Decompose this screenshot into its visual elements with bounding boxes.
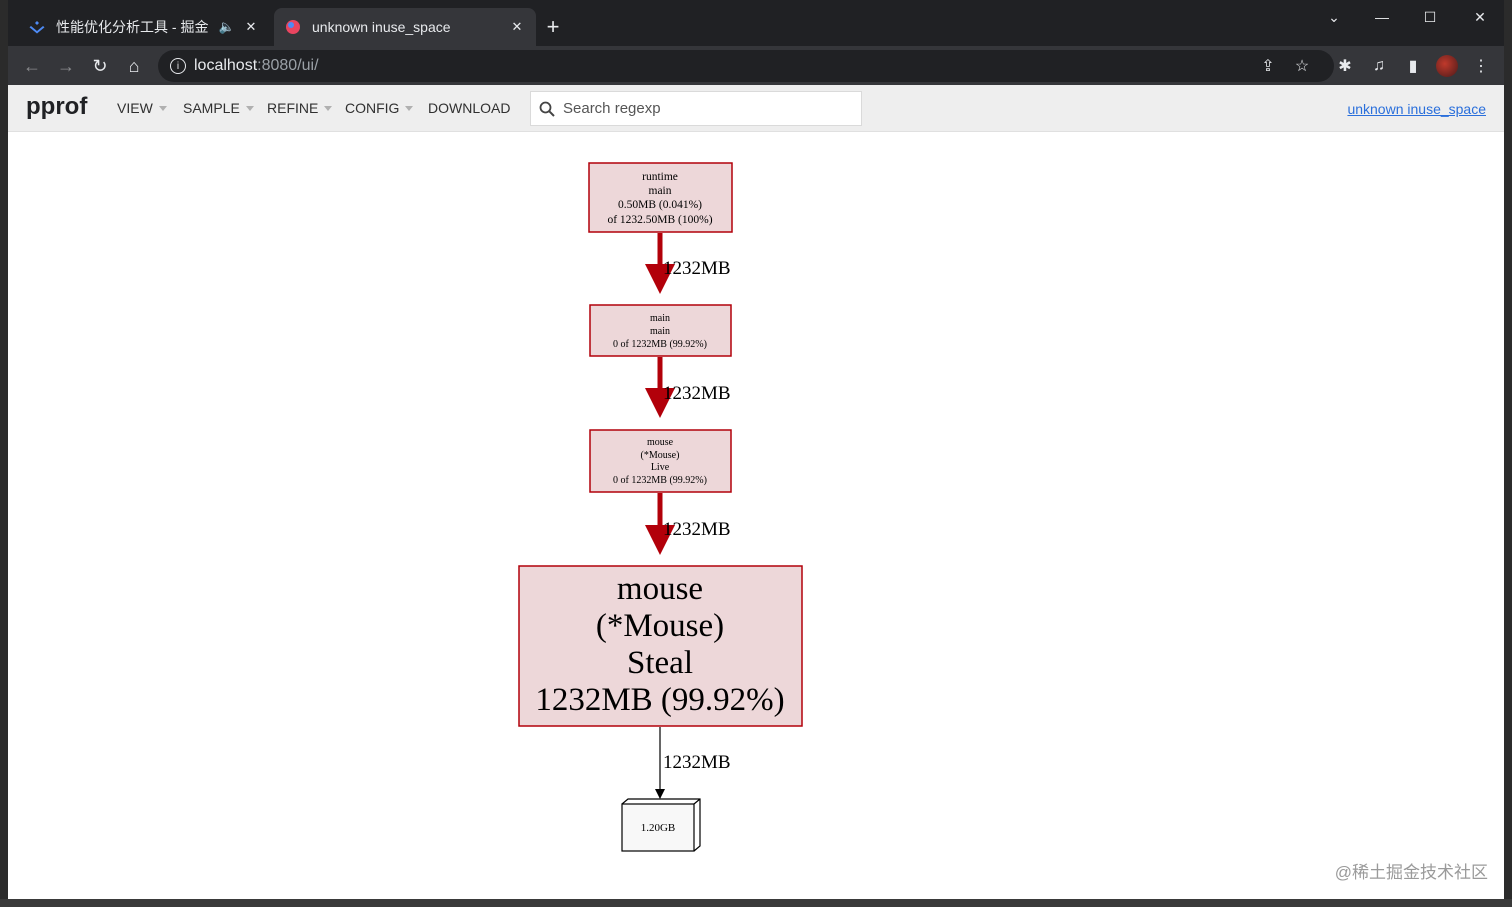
media-control-icon[interactable]: ♫ (1373, 57, 1385, 74)
extensions-icon[interactable]: ✱ (1338, 58, 1352, 75)
menu-refine[interactable]: REFINE (267, 100, 333, 116)
menu-label: VIEW (117, 100, 153, 116)
close-window-icon[interactable]: ✕ (1474, 8, 1486, 25)
edge-main-main-to-mouse-live[interactable]: 1232MB (645, 357, 731, 418)
profile-legend-link[interactable]: unknown inuse_space (1347, 101, 1486, 117)
node-line: Steal (627, 645, 693, 681)
caret-down-icon (324, 105, 333, 111)
node-line: mouse (647, 437, 674, 448)
pprof-page: pprof VIEW SAMPLE REFINE CONFIG DOWNLOAD… (8, 85, 1504, 899)
menu-config[interactable]: CONFIG (345, 100, 414, 116)
url-host: localhost (194, 57, 258, 74)
forward-icon[interactable]: → (57, 55, 75, 76)
call-graph: 1232MB 1232MB 1232MB 1232MB runtime main… (518, 162, 803, 852)
pprof-header: pprof VIEW SAMPLE REFINE CONFIG DOWNLOAD… (8, 85, 1504, 132)
menu-download[interactable]: DOWNLOAD (428, 100, 510, 116)
edge-label: 1232MB (663, 752, 731, 773)
taskbar-strip (0, 899, 1512, 907)
profile-avatar[interactable] (1433, 52, 1461, 80)
juejin-icon (28, 18, 46, 36)
node-line: 0 of 1232MB (99.92%) (613, 475, 707, 486)
address-bar[interactable]: i localhost :8080/ui/ (158, 50, 1334, 82)
side-panel-icon[interactable]: ▮ (1408, 58, 1418, 75)
new-tab-icon[interactable]: + (546, 14, 560, 39)
node-mouse-live[interactable]: mouse (*Mouse) Live 0 of 1232MB (99.92%) (589, 429, 732, 493)
menu-sample[interactable]: SAMPLE (183, 100, 254, 116)
caret-down-icon (405, 105, 414, 111)
edge-mouse-steal-to-alloc[interactable]: 1232MB (655, 727, 731, 799)
search-input[interactable] (563, 100, 843, 117)
search-icon (539, 101, 555, 117)
search-box (530, 91, 862, 126)
watermark: @稀土掘金技术社区 (1334, 863, 1488, 882)
menu-view[interactable]: VIEW (117, 100, 167, 116)
node-line: of 1232.50MB (100%) (607, 214, 712, 226)
edge-label: 1232MB (663, 383, 731, 404)
speaker-icon[interactable]: 🔈 (218, 19, 236, 34)
node-line: (*Mouse) (641, 450, 680, 461)
tab-search-icon[interactable]: ⌄ (1328, 8, 1340, 25)
reload-icon[interactable]: ↻ (92, 55, 108, 76)
close-icon[interactable]: ✕ (511, 19, 523, 34)
node-mouse-steal[interactable]: mouse (*Mouse) Steal 1232MB (99.92%) (518, 565, 803, 727)
tab-pprof[interactable]: unknown inuse_space ✕ (274, 8, 536, 46)
node-line: (*Mouse) (596, 608, 724, 644)
edge-mouse-live-to-mouse-steal[interactable]: 1232MB (645, 493, 731, 555)
bookmark-star-icon[interactable]: ☆ (1294, 58, 1310, 75)
node-line: Live (651, 462, 670, 473)
edge-label: 1232MB (663, 258, 731, 279)
browser-toolbar: ← → ↻ ⌂ i localhost :8080/ui/ ⇪ ☆ ✱ ♫ ▮ … (8, 46, 1504, 85)
browser-menu-icon[interactable]: ⋮ (1473, 58, 1489, 75)
browser-window: 性能优化分析工具 - 掘金 🔈 ✕ unknown inuse_space ✕ … (8, 0, 1504, 899)
menu-label: CONFIG (345, 100, 400, 116)
caret-down-icon (245, 105, 254, 111)
minimize-icon[interactable]: — (1375, 9, 1389, 25)
node-line: main (650, 313, 670, 324)
url-path: :8080/ui/ (257, 57, 319, 74)
pprof-logo: pprof (26, 93, 88, 120)
node-alloc-size[interactable]: 1.20GB (621, 798, 701, 852)
caret-down-icon (158, 105, 167, 111)
menu-label: REFINE (267, 100, 319, 116)
avatar-icon (1436, 55, 1458, 77)
menu-label: SAMPLE (183, 100, 240, 116)
share-icon[interactable]: ⇪ (1261, 58, 1275, 75)
tab-title: unknown inuse_space (312, 19, 451, 35)
menu-label: DOWNLOAD (428, 100, 511, 116)
tab-juejin[interactable]: 性能优化分析工具 - 掘金 🔈 ✕ (18, 8, 270, 46)
tab-strip: 性能优化分析工具 - 掘金 🔈 ✕ unknown inuse_space ✕ … (8, 0, 1504, 46)
back-icon[interactable]: ← (23, 55, 41, 76)
close-icon[interactable]: ✕ (245, 19, 257, 34)
edge-label: 1232MB (663, 519, 731, 540)
node-line: runtime (642, 171, 678, 183)
pprof-icon (284, 18, 302, 36)
site-info-icon[interactable]: i (170, 58, 186, 74)
node-main-main[interactable]: main main 0 of 1232MB (99.92%) (589, 304, 732, 357)
node-line: 0 of 1232MB (99.92%) (613, 339, 707, 350)
node-line: main (650, 326, 670, 337)
maximize-icon[interactable]: ☐ (1423, 8, 1437, 25)
tab-title: 性能优化分析工具 - 掘金 (56, 19, 209, 35)
node-line: mouse (617, 571, 703, 607)
node-line: 1232MB (99.92%) (535, 682, 784, 718)
node-line: 1.20GB (641, 822, 676, 834)
home-icon[interactable]: ⌂ (128, 55, 140, 76)
edge-runtime-main-to-main-main[interactable]: 1232MB (645, 233, 731, 294)
node-line: 0.50MB (0.041%) (618, 199, 702, 211)
node-runtime-main[interactable]: runtime main 0.50MB (0.041%) of 1232.50M… (588, 162, 733, 233)
node-line: main (649, 185, 672, 197)
